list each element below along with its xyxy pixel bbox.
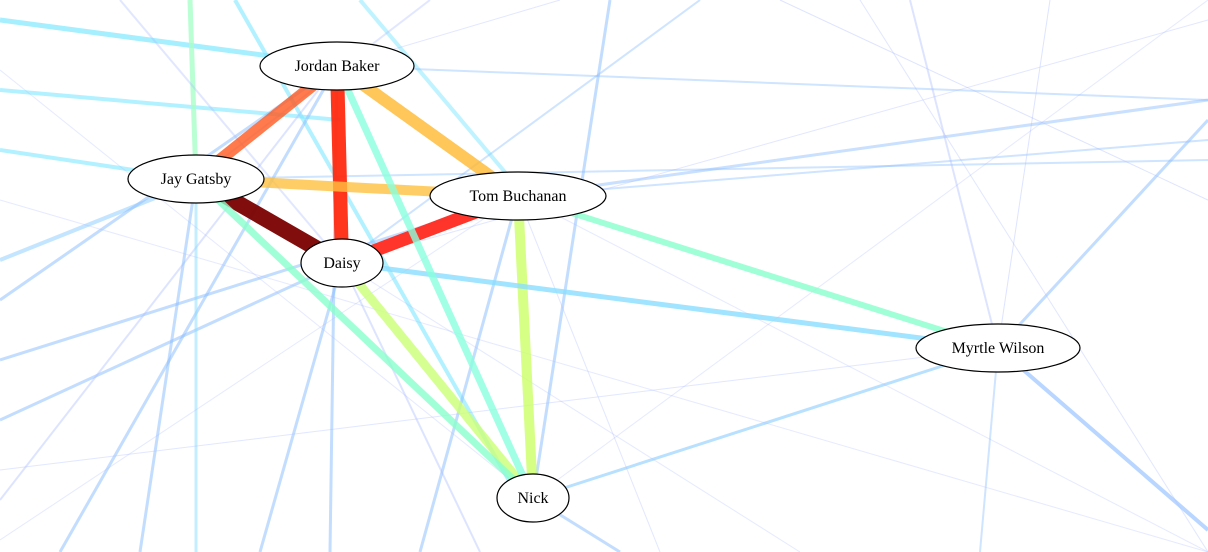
- background-edge: [341, 0, 701, 264]
- background-edge: [531, 0, 612, 499]
- background-edge: [336, 65, 1208, 101]
- edge-daisy-myrtle: [341, 260, 999, 351]
- background-edge: [195, 159, 1208, 180]
- edge-gatsby-nick: [193, 176, 536, 501]
- background-edge: [138, 178, 198, 552]
- node-label: Jay Gatsby: [161, 171, 232, 188]
- background-edge: [418, 195, 520, 552]
- background-edge: [532, 0, 1208, 499]
- background-edge: [532, 346, 999, 500]
- background-edge: [0, 65, 338, 501]
- node-jay-gatsby[interactable]: Jay Gatsby: [127, 154, 265, 204]
- background-edge: [358, 0, 522, 192]
- node-label: Tom Buchanan: [469, 188, 566, 205]
- background-edge: [258, 262, 344, 552]
- background-edge: [0, 195, 519, 541]
- node-jordan-baker[interactable]: Jordan Baker: [259, 41, 415, 91]
- background-edge: [859, 0, 1208, 552]
- edge-daisy-nick: [338, 260, 537, 501]
- background-edge: [341, 262, 481, 552]
- background-edge: [519, 98, 1208, 198]
- background-edge: [979, 347, 999, 552]
- background-edge: [519, 139, 1208, 197]
- background-edge: [517, 195, 661, 552]
- edge-jordan-nick: [333, 64, 537, 500]
- node-nick[interactable]: Nick: [496, 473, 570, 523]
- background-edge: [119, 0, 343, 264]
- node-tom-buchanan[interactable]: Tom Buchanan: [429, 171, 607, 221]
- node-daisy[interactable]: Daisy: [300, 238, 384, 288]
- edge-tom-nick: [513, 195, 538, 499]
- background-edge: [187, 0, 199, 181]
- background-edge: [996, 346, 1208, 532]
- background-edge: [779, 0, 1208, 201]
- node-label: Nick: [517, 490, 548, 507]
- background-edge: [341, 19, 1208, 264]
- background-edge: [0, 199, 1208, 552]
- node-label: Myrtle Wilson: [952, 340, 1045, 357]
- background-edge: [0, 69, 534, 499]
- node-label: Daisy: [323, 255, 360, 272]
- edge-jordan-daisy: [330, 65, 349, 264]
- background-edge: [58, 65, 339, 552]
- background-edge: [996, 118, 1208, 350]
- background-edge: [519, 195, 1208, 552]
- character-nodes: Jordan Baker Jay Gatsby Tom Buchanan Dai…: [127, 41, 1081, 523]
- background-edge: [0, 347, 999, 471]
- background-edge: [997, 0, 1051, 349]
- node-label: Jordan Baker: [295, 58, 381, 75]
- background-edge: [0, 17, 301, 63]
- background-edge: [909, 0, 999, 349]
- background-edge: [341, 262, 801, 552]
- node-myrtle-wilson[interactable]: Myrtle Wilson: [915, 323, 1081, 373]
- edge-tom-myrtle: [517, 193, 999, 351]
